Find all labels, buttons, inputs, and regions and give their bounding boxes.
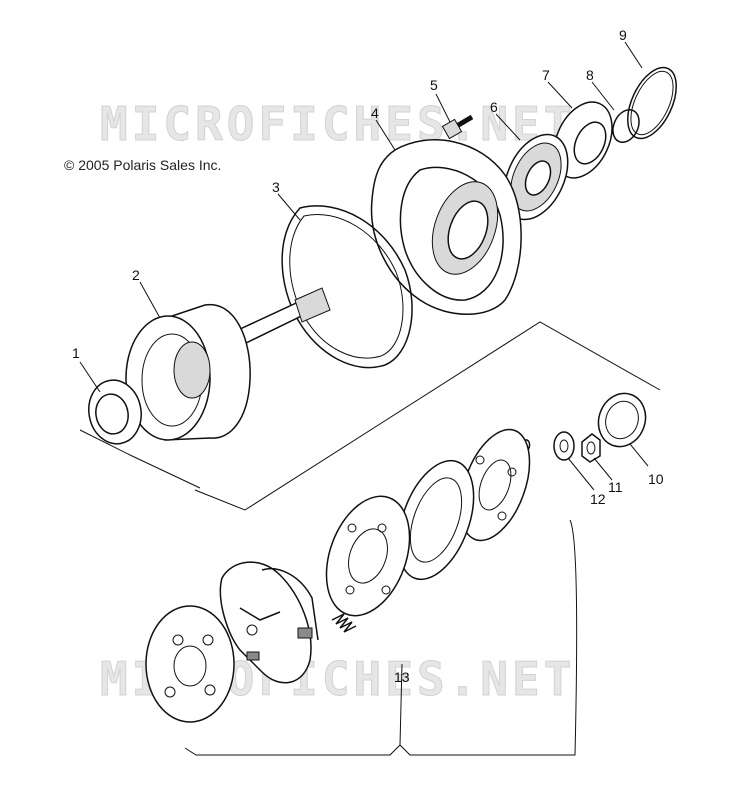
callout-3: 3 <box>272 179 280 195</box>
part-2-drum-shaft <box>125 287 331 441</box>
part-8-ring <box>612 109 640 143</box>
callout-2: 2 <box>132 267 140 283</box>
callout-5: 5 <box>430 77 438 93</box>
callout-8: 8 <box>586 67 594 83</box>
leader-1 <box>79 361 101 393</box>
part-3-gasket <box>281 205 413 369</box>
clutch-shoe-assembly <box>219 561 319 684</box>
leader-9 <box>624 41 643 69</box>
callout-6: 6 <box>490 99 498 115</box>
clutch-drum-plate <box>145 605 235 723</box>
leader-12 <box>567 457 595 491</box>
leader-2 <box>139 281 161 319</box>
callout-13: 13 <box>394 669 410 685</box>
assembly-line-left <box>79 429 201 489</box>
watermark-top: MICROFICHES.NET <box>100 97 575 151</box>
part-1-seal <box>88 379 142 445</box>
part-11-nut <box>581 433 601 463</box>
leader-10 <box>629 443 649 467</box>
callout-9: 9 <box>619 27 627 43</box>
clutch-plate-2 <box>325 495 411 617</box>
part-9-snap-ring <box>627 66 677 140</box>
leader-4 <box>375 119 396 151</box>
leader-7 <box>547 81 573 109</box>
callout-1: 1 <box>72 345 80 361</box>
part-7-seal <box>553 101 613 179</box>
part-12-washer <box>553 431 575 461</box>
callout-4: 4 <box>371 105 379 121</box>
leader-13 <box>399 663 403 746</box>
group-bracket-13 <box>184 519 578 756</box>
clutch-spring <box>331 613 357 633</box>
callout-11: 11 <box>608 479 623 495</box>
callout-12: 12 <box>590 491 606 507</box>
part-10-washer <box>597 392 647 448</box>
part-6-bearing <box>503 133 569 221</box>
callout-10: 10 <box>648 471 664 487</box>
leader-5 <box>435 93 451 123</box>
assembly-line-right <box>194 321 661 511</box>
part-4-housing-cover <box>370 139 522 315</box>
leader-8 <box>591 81 615 111</box>
part-5-bolt <box>441 114 474 140</box>
leader-6 <box>495 113 521 141</box>
leader-11 <box>593 457 613 481</box>
callout-7: 7 <box>542 67 550 83</box>
leader-3 <box>277 193 301 221</box>
clutch-plate-3 <box>397 459 475 581</box>
copyright-notice: © 2005 Polaris Sales Inc. <box>64 157 222 173</box>
clutch-plate-4 <box>459 428 531 542</box>
